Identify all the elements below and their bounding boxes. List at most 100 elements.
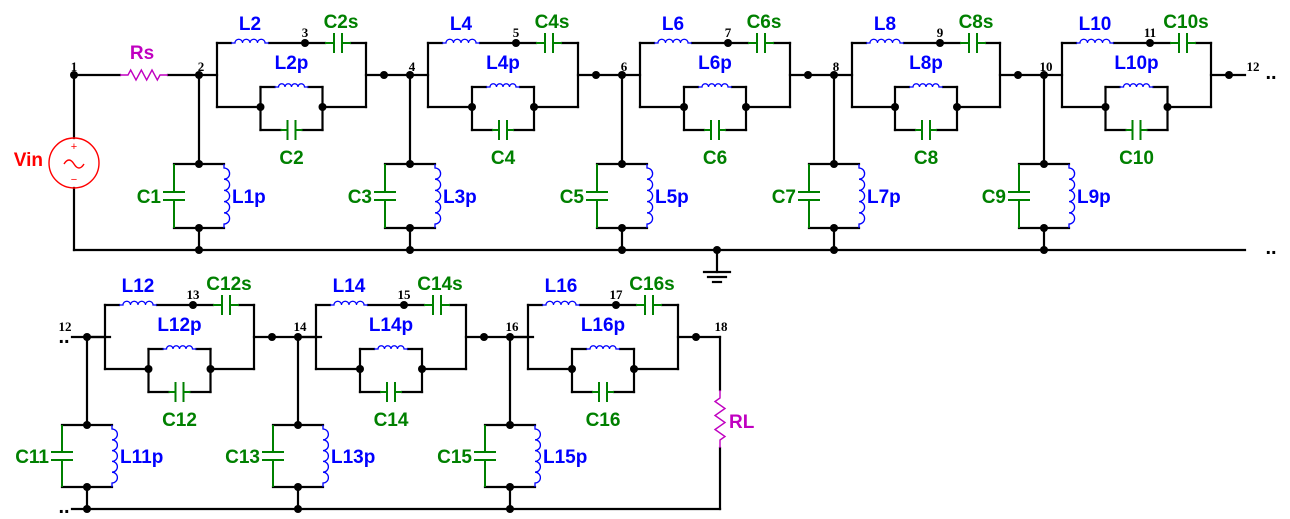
series-inductor	[442, 38, 480, 44]
inductor-label: L2	[239, 14, 261, 35]
junction-dot	[468, 103, 476, 111]
junction-dot	[294, 483, 302, 491]
capacitor-label: C10	[1119, 148, 1154, 169]
capacitor-label: C2s	[324, 12, 359, 33]
source-plus-sign: +	[71, 141, 77, 153]
inductor-label: L2p	[275, 53, 309, 74]
node-label: 13	[187, 287, 201, 302]
series-capacitor	[536, 33, 562, 53]
node-label: 3	[302, 25, 309, 40]
inductor-label: L8	[874, 14, 896, 35]
parallel-inductor	[374, 345, 408, 350]
parallel-inductor	[486, 83, 520, 88]
inductor-label: L6	[662, 14, 684, 35]
junction-dot	[195, 160, 203, 168]
parallel-inductor	[1119, 83, 1154, 88]
junction-dot	[830, 224, 838, 232]
shunt-inductor	[223, 164, 231, 228]
capacitor-label: C8	[914, 148, 938, 169]
capacitor-label: C8s	[959, 12, 994, 33]
junction-dot	[189, 301, 197, 309]
junction-dot	[83, 421, 91, 429]
shunt-capacitor	[474, 425, 496, 487]
junction-dot	[612, 301, 620, 309]
inductor-label: L14	[333, 276, 366, 297]
parallel-capacitor	[280, 120, 303, 140]
shunt-capacitor	[163, 164, 185, 228]
series-inductor	[330, 300, 368, 306]
capacitor-label: C6	[703, 148, 727, 169]
capacitor-label: C4s	[535, 12, 570, 33]
inductor-label: L14p	[369, 315, 413, 336]
inductor-label: L6p	[698, 53, 732, 74]
junction-dot	[301, 39, 309, 47]
inductor-label: L16p	[581, 315, 625, 336]
source-minus-sign: −	[71, 174, 77, 186]
series-capacitor	[960, 33, 986, 53]
node-label: 7	[725, 25, 732, 40]
series-inductor	[866, 38, 904, 44]
capacitor-label: C14	[374, 410, 409, 431]
shunt-capacitor	[374, 164, 396, 228]
inductor-label: L12	[122, 276, 155, 297]
series-capacitor	[424, 295, 450, 315]
series-inductor	[654, 38, 692, 44]
junction-dot	[1040, 246, 1048, 254]
shunt-inductor	[646, 164, 654, 228]
resistor-label: Rs	[130, 43, 154, 64]
junction-dot	[830, 71, 838, 79]
series-capacitor	[325, 33, 351, 53]
junction-dot	[506, 333, 514, 341]
parallel-capacitor	[1125, 120, 1148, 140]
resistor-label: RL	[729, 412, 755, 433]
series-capacitor	[1170, 33, 1196, 53]
inductor-label: L5p	[655, 187, 689, 208]
junction-dot	[692, 333, 700, 341]
series-inductor	[119, 300, 157, 306]
junction-dot	[512, 39, 520, 47]
junction-dot	[618, 71, 626, 79]
capacitor-label: C9	[982, 187, 1006, 208]
shunt-inductor	[111, 425, 118, 487]
parallel-inductor	[698, 83, 732, 88]
capacitor-label: C7	[772, 187, 796, 208]
capacitor-label: C11	[15, 447, 49, 468]
inductor-label: L4p	[486, 53, 520, 74]
junction-dot	[1040, 224, 1048, 232]
inductor-label: L4	[450, 14, 473, 35]
node-label: 17	[610, 287, 624, 302]
junction-dot	[294, 333, 302, 341]
node-label: 6	[621, 59, 628, 74]
junction-dot	[724, 39, 732, 47]
node-label: 11	[1144, 25, 1156, 40]
junction-dot	[195, 224, 203, 232]
inductor-label: L9p	[1077, 187, 1111, 208]
junction-dot	[936, 39, 944, 47]
node-label: 15	[398, 287, 412, 302]
junction-dot	[1040, 71, 1048, 79]
junction-dot	[804, 71, 812, 79]
load-resistor	[713, 390, 727, 448]
junction-dot	[480, 333, 488, 341]
parallel-capacitor	[915, 120, 937, 140]
junction-dot	[630, 365, 638, 373]
inductor-label: L10	[1079, 14, 1112, 35]
junction-dot	[1040, 160, 1048, 168]
shunt-inductor	[534, 425, 541, 487]
capacitor-label: C6s	[747, 12, 782, 33]
shunt-inductor	[858, 164, 866, 228]
junction-dot	[195, 246, 203, 254]
junction-dot	[830, 160, 838, 168]
junction-dot	[1101, 103, 1110, 111]
parallel-inductor	[909, 83, 943, 88]
source-resistor	[120, 68, 168, 82]
parallel-capacitor	[704, 120, 726, 140]
capacitor-label: C10s	[1163, 12, 1208, 33]
junction-dot	[713, 246, 721, 254]
junction-dot	[268, 333, 276, 341]
inductor-label: L8p	[909, 53, 943, 74]
capacitor-label: C16s	[629, 274, 674, 295]
node-label: 5	[513, 25, 520, 40]
junction-dot	[618, 246, 626, 254]
junction-dot	[506, 505, 514, 513]
